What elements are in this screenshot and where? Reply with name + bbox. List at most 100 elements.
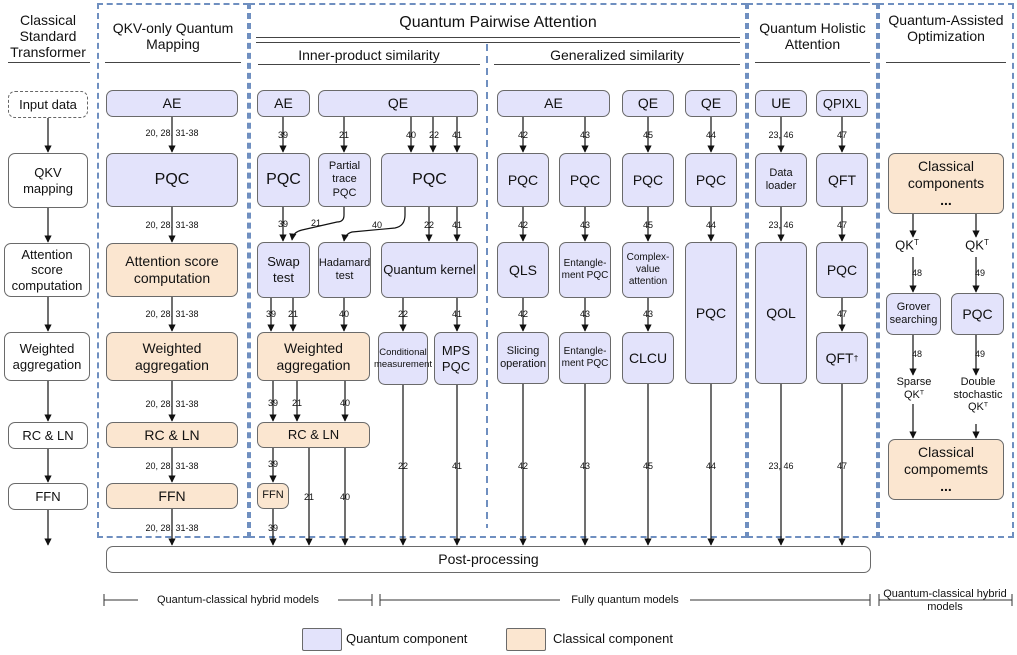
gen-pqc-4: PQC — [685, 153, 737, 207]
rule-classical — [8, 62, 90, 63]
qkt-right-qk: QK — [965, 237, 984, 253]
sparse-qk: QK — [903, 388, 920, 401]
inner-ae: AE — [257, 90, 310, 117]
ref-gen-42a: 42 — [517, 130, 529, 140]
ref-inner-41d: 41 — [451, 461, 463, 471]
inner-ffn: FFN — [257, 483, 289, 509]
ref-inner-40c: 40 — [338, 309, 350, 319]
ref-gen-45b: 45 — [642, 220, 654, 230]
stage-ffn: FFN — [8, 483, 88, 510]
cc1-label: Classical components — [907, 158, 985, 192]
sparse-label: Sparse — [896, 376, 932, 388]
ref-gen-44b: 44 — [705, 220, 717, 230]
legend-classical-swatch — [506, 628, 546, 651]
gen-entanglement-pqc-2: Entangle-ment PQC — [559, 332, 611, 384]
ref-hol-2346a: 23, 46 — [768, 130, 794, 140]
ref-hol-2346b: 23, 46 — [768, 220, 794, 230]
header-pairwise: Quantum Pairwise Attention — [399, 14, 597, 31]
inner-pqc-2: PQC — [381, 153, 478, 207]
cc2-label: Classical compomemts — [903, 444, 989, 478]
inner-swap-test: Swap test — [257, 242, 310, 298]
ref-gen-43d: 43 — [642, 309, 654, 319]
ref-inner-39b: 39 — [277, 219, 289, 229]
gen-ae: AE — [497, 90, 610, 117]
ref-gen-42d: 42 — [517, 461, 529, 471]
opt-qkt-left: QKT — [882, 237, 932, 253]
rule-pairwise-2 — [256, 42, 740, 43]
ref-inner-21a: 21 — [338, 130, 350, 140]
ref-gen-44a: 44 — [705, 130, 717, 140]
ref-inner-40a: 40 — [405, 130, 417, 140]
qkv-weighted-aggregation: Weighted aggregation — [106, 332, 238, 381]
hol-qft-dagger: QFT† — [816, 332, 868, 384]
stage-input-data: Input data — [8, 91, 88, 118]
header-inner: Inner-product similarity — [298, 47, 440, 63]
qkt-left-qk: QK — [895, 237, 914, 253]
double-label: Double stochastic — [953, 376, 1003, 401]
double-qkt: QKT — [944, 401, 1012, 414]
ref-inner-39c: 39 — [265, 309, 277, 319]
ref-inner-39e: 39 — [267, 459, 279, 469]
double-qk: QK — [967, 401, 984, 414]
gen-qe-2: QE — [685, 90, 737, 117]
stage-weighted-aggregation: Weighted aggregation — [4, 332, 90, 381]
cc1-dots: ... — [940, 191, 952, 208]
qkv-ae: AE — [106, 90, 238, 117]
header-qkv: QKV-only Quantum Mapping — [112, 20, 234, 53]
gen-pqc-1: PQC — [497, 153, 549, 207]
legend-quantum-label: Quantum component — [346, 631, 468, 646]
opt-classical-components-2: Classical compomemts ... — [888, 439, 1004, 500]
sparse-qkt: QKT — [880, 389, 948, 402]
ref-opt-49b: 49 — [974, 349, 986, 359]
inner-rc-ln: RC & LN — [257, 422, 370, 448]
ref-gen-43b: 43 — [579, 220, 591, 230]
ref-inner-39d: 39 — [267, 398, 279, 408]
ref-qkv-1: 20, 28, 31-38 — [145, 128, 199, 138]
ref-inner-39a: 39 — [277, 130, 289, 140]
ref-gen-45a: 45 — [642, 130, 654, 140]
ref-inner-40b: 40 — [371, 220, 383, 230]
legend-classical-label: Classical component — [553, 631, 673, 646]
inner-quantum-kernel: Quantum kernel — [381, 242, 478, 298]
ref-opt-48b: 48 — [911, 349, 923, 359]
ref-hol-2346c: 23, 46 — [768, 461, 794, 471]
qft-dagger-label: QFT — [825, 349, 854, 366]
panel-holistic-attention — [747, 3, 878, 538]
ref-inner-41b: 41 — [451, 220, 463, 230]
inner-mps-pqc: MPS PQC — [434, 332, 478, 385]
category-hybrid-right: Quantum-classical hybrid models — [883, 588, 1007, 613]
ref-inner-41c: 41 — [451, 309, 463, 319]
ref-inner-22b: 22 — [423, 220, 435, 230]
opt-sparse-qkt: Sparse QKT — [880, 376, 948, 401]
ref-gen-45c: 45 — [642, 461, 654, 471]
opt-double-stochastic-qkt: Double stochastic QKT — [944, 376, 1012, 414]
ref-qkv-3: 20, 28, 31-38 — [145, 309, 199, 319]
inner-partial-trace-pqc: Partial trace PQC — [318, 153, 371, 207]
qkv-rc-ln: RC & LN — [106, 422, 238, 448]
rule-qkv — [105, 62, 241, 63]
inner-hadamard-test: Hadamard test — [318, 242, 371, 298]
rule-pairwise — [256, 37, 740, 38]
gen-pqc-2: PQC — [559, 153, 611, 207]
gen-entanglement-pqc-1: Entangle-ment PQC — [559, 242, 611, 298]
ref-qkv-5: 20, 28, 31-38 — [145, 461, 199, 471]
header-optim: Quantum-Assisted Optimization — [888, 12, 1004, 45]
gen-complex-value-attention: Complex-value attention — [622, 242, 674, 298]
ref-opt-48a: 48 — [911, 268, 923, 278]
opt-grover-searching: Grover searching — [886, 293, 941, 335]
ref-opt-49a: 49 — [974, 268, 986, 278]
stage-qkv-mapping: QKV mapping — [8, 153, 88, 208]
opt-qkt-right: QKT — [952, 237, 1002, 253]
opt-classical-components-1: Classical components ... — [888, 153, 1004, 214]
header-generalized: Generalized similarity — [550, 47, 684, 63]
ref-inner-21c: 21 — [287, 309, 299, 319]
qkv-ffn: FFN — [106, 483, 238, 509]
stage-rc-ln: RC & LN — [8, 422, 88, 449]
gen-qls: QLS — [497, 242, 549, 298]
ref-gen-43c: 43 — [579, 309, 591, 319]
ref-gen-44c: 44 — [705, 461, 717, 471]
stage-attention-score: Attention score computation — [4, 243, 90, 297]
ref-qkv-6: 20, 28, 31-38 — [145, 523, 199, 533]
ref-inner-22c: 22 — [397, 309, 409, 319]
